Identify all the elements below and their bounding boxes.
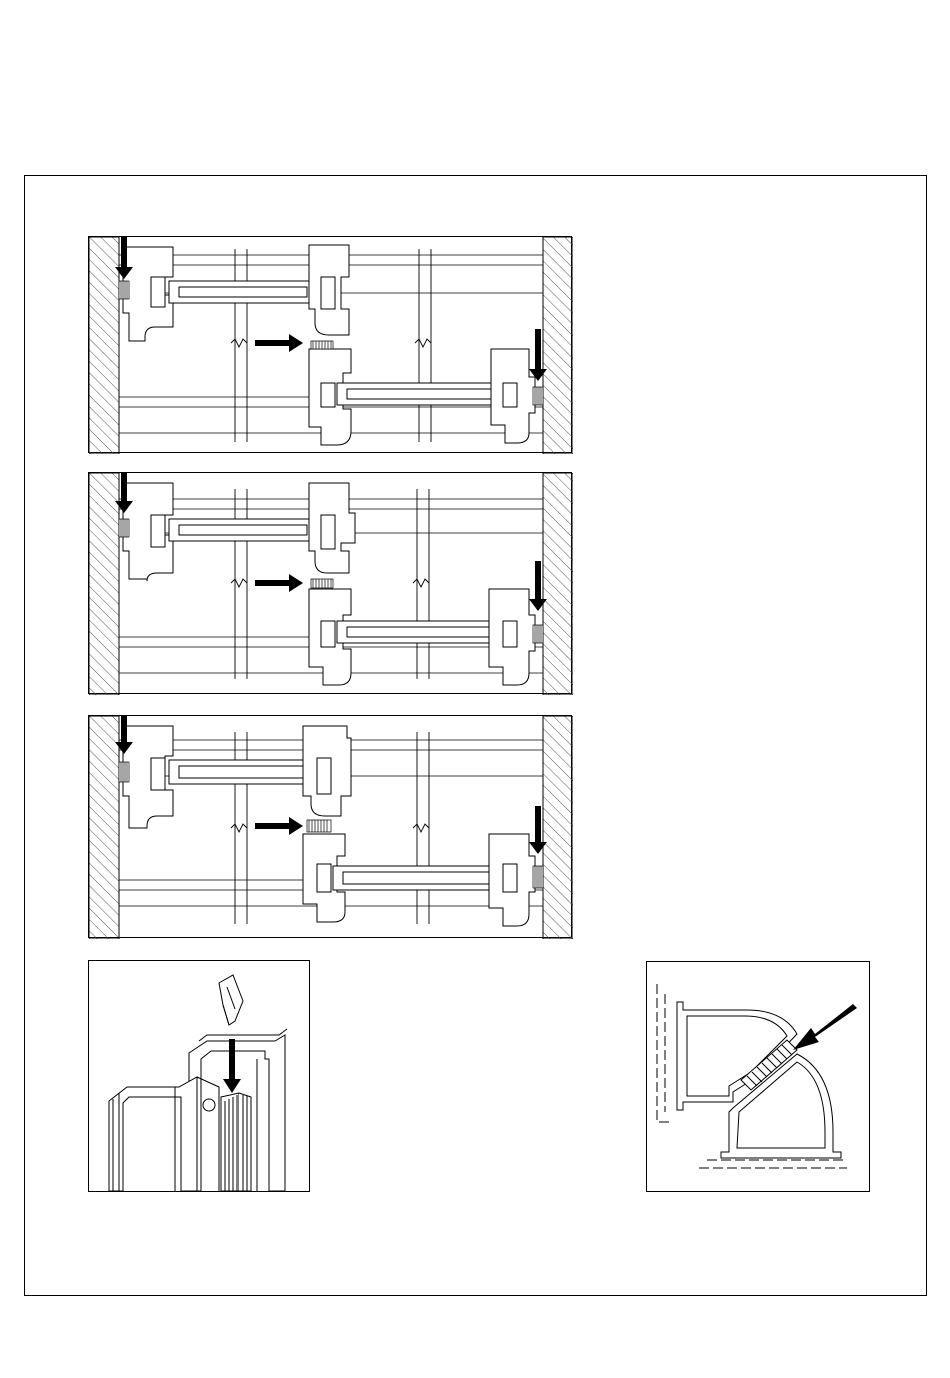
brush-seal-icon [119,762,129,782]
section-panel-1 [88,236,572,453]
front-profile [109,1077,197,1191]
section-drawing-2 [89,473,573,695]
left-wall [89,237,119,454]
section-panel-2 [88,472,572,694]
brush-seal-icon [311,579,333,588]
brush-seal-icon [119,519,129,537]
upper-sash [123,245,349,341]
clip-icon [219,975,243,1025]
brush-seal-icon [221,1093,251,1191]
iso-detail-panel [88,960,310,1192]
upper-sash [123,726,351,828]
left-wall [89,716,119,939]
right-wall [543,716,573,939]
brush-seal-icon [119,281,129,299]
right-arrow-icon [255,817,303,835]
left-wall [89,473,119,695]
corner-detail-drawing [647,962,871,1193]
section-panel-3 [88,715,572,938]
right-arrow-icon [255,574,303,592]
brush-seal-icon [311,341,333,349]
upper-sash [123,483,355,581]
section-drawing-1 [89,237,573,454]
right-wall [543,473,573,695]
right-arrow-icon [255,334,303,352]
lower-sash [309,589,535,685]
brush-seal-icon [307,820,331,832]
brush-seal-icon [533,387,543,405]
brush-seal-icon [533,625,543,643]
lower-sash [309,349,535,445]
corner-detail-panel [646,961,870,1192]
diagonal-arrow-icon [793,1004,857,1050]
iso-detail-drawing [89,961,311,1193]
right-wall [543,237,573,454]
section-drawing-3 [89,716,573,939]
brush-seal-icon [533,866,543,888]
lower-sash [303,834,535,926]
